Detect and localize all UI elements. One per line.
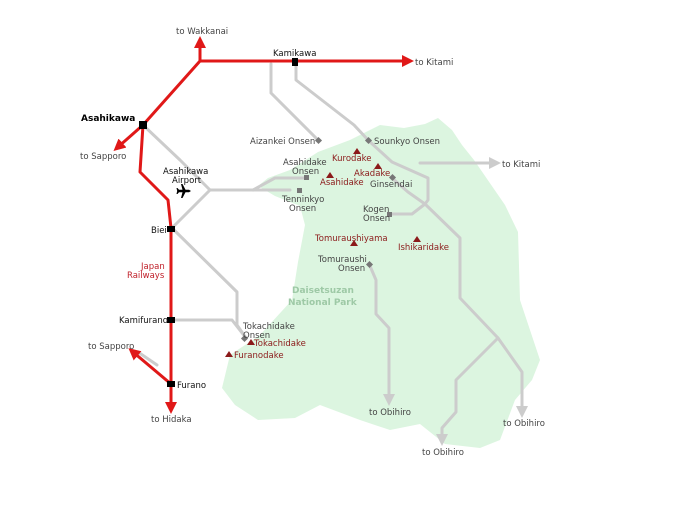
label-kogen-onsen-2: Onsen	[363, 214, 390, 224]
label-station-kamikawa: Kamikawa	[273, 49, 316, 59]
station-marker-kamikawa	[292, 58, 298, 66]
label-furanodake: Furanodake	[234, 351, 284, 361]
onsen-marker-tokachidake	[240, 334, 249, 343]
label-to-sapporo-north: to Sapporo	[80, 152, 126, 162]
label-tenninkyo-onsen-2: Onsen	[289, 204, 316, 214]
road-junction-obihiro-south	[436, 336, 500, 446]
road-tomuraushi-obihiro	[368, 264, 395, 406]
label-ishikaridake: Ishikaridake	[398, 243, 449, 253]
label-tomuraushi-onsen-1: Tomuraushi	[317, 255, 367, 265]
onsen-marker-aizankei	[314, 136, 323, 145]
onsen-marker-asahidake	[304, 175, 309, 180]
label-asahidake: Asahidake	[320, 178, 364, 188]
map-labels: to Wakkanai to Kitami to Sapporo to Kita…	[80, 27, 545, 458]
stations	[139, 58, 298, 387]
label-to-sapporo-south: to Sapporo	[88, 342, 134, 352]
onsen-marker-ginsendai	[388, 173, 397, 182]
label-to-obihiro-2: to Obihiro	[503, 419, 545, 429]
label-ginsendai: Ginsendai	[370, 180, 412, 190]
label-asahidake-onsen-2: Onsen	[292, 167, 319, 177]
label-park-line1: Daisetsuzan	[292, 286, 354, 296]
label-kogen-onsen-1: Kogen	[363, 205, 389, 215]
road-ginsendai-junction	[390, 176, 427, 206]
onsen-markers	[240, 136, 397, 343]
label-to-kitami-rail: to Kitami	[415, 58, 453, 68]
national-park-area	[222, 118, 540, 448]
label-tokachidake-onsen-1: Tokachidake	[242, 322, 295, 332]
mountain-marker-asahidake	[326, 172, 334, 178]
mountain-marker-furanodake	[225, 351, 233, 357]
airplane-icon	[176, 184, 191, 198]
road-sounkyo-ginsendai	[367, 139, 430, 206]
station-marker-asahikawa	[139, 121, 147, 129]
onsen-marker-tomuraushi	[365, 260, 374, 269]
mountain-marker-tokachidake	[247, 339, 255, 345]
onsen-marker-kogen	[387, 212, 392, 217]
onsen-marker-sounkyo	[364, 136, 373, 145]
label-akadake: Akadake	[354, 169, 390, 179]
mountain-marker-kurodake	[353, 148, 361, 154]
label-to-kitami-road: to Kitami	[502, 160, 540, 170]
mountain-marker-ishikaridake	[413, 236, 421, 242]
label-tomuraushiyama: Tomuraushiyama	[314, 234, 388, 244]
onsen-marker-tenninkyo	[297, 188, 302, 193]
label-tokachidake-onsen-2: Onsen	[243, 331, 270, 341]
rail-asahikawa-sapporo	[113, 123, 144, 151]
label-to-wakkanai: to Wakkanai	[176, 27, 228, 37]
road-kamifurano-tokachidake	[170, 318, 248, 340]
label-to-obihiro-1: to Obihiro	[369, 408, 411, 418]
label-to-obihiro-3: to Obihiro	[422, 448, 464, 458]
label-sounkyo-onsen: Sounkyo Onsen	[374, 137, 440, 147]
label-station-asahikawa: Asahikawa	[81, 114, 135, 124]
label-jr-line1: Japan	[140, 262, 165, 272]
station-marker-kamifurano	[167, 317, 175, 323]
road-biei-airport	[170, 188, 212, 230]
label-aizankei-onsen: Aizankei Onsen	[250, 137, 315, 147]
label-asahidake-onsen-1: Asahidake	[283, 158, 327, 168]
label-kurodake: Kurodake	[332, 154, 372, 164]
label-airport-line2: Airport	[172, 176, 202, 186]
road-junction-obihiro-east	[423, 202, 528, 418]
rail-asahikawa-furano	[138, 124, 177, 414]
road-kamikawa-sounkyo	[294, 62, 371, 143]
label-park-line2: National Park	[288, 298, 358, 308]
rail-asahikawa-kamikawa	[141, 60, 202, 126]
label-tomuraushi-onsen-2: Onsen	[338, 264, 365, 274]
station-marker-furano	[167, 381, 175, 387]
label-station-furano: Furano	[177, 381, 206, 391]
road-asahikawa-biei	[141, 123, 292, 192]
mountain-marker-akadake	[374, 163, 382, 169]
road-asahidake	[251, 176, 309, 192]
mountain-markers	[225, 148, 421, 357]
jr-railway	[113, 36, 414, 414]
mountain-marker-tomuraushiyama	[350, 240, 358, 246]
road-kogen	[388, 202, 427, 216]
label-tenninkyo-onsen-1: Tenninkyo	[281, 195, 324, 205]
road-kamikawa-aizankei	[269, 62, 320, 142]
label-airport-line1: Asahikawa	[163, 167, 208, 177]
road-network	[136, 62, 528, 446]
label-to-hidaka: to Hidaka	[151, 415, 192, 425]
label-station-kamifurano: Kamifurano	[119, 316, 168, 326]
rail-furano-sapporo	[128, 348, 172, 386]
label-tokachidake: Tokachidake	[253, 339, 306, 349]
station-marker-biei	[167, 226, 175, 232]
label-station-biei: Biei	[151, 226, 167, 236]
label-jr-line2: Railways	[127, 271, 165, 281]
